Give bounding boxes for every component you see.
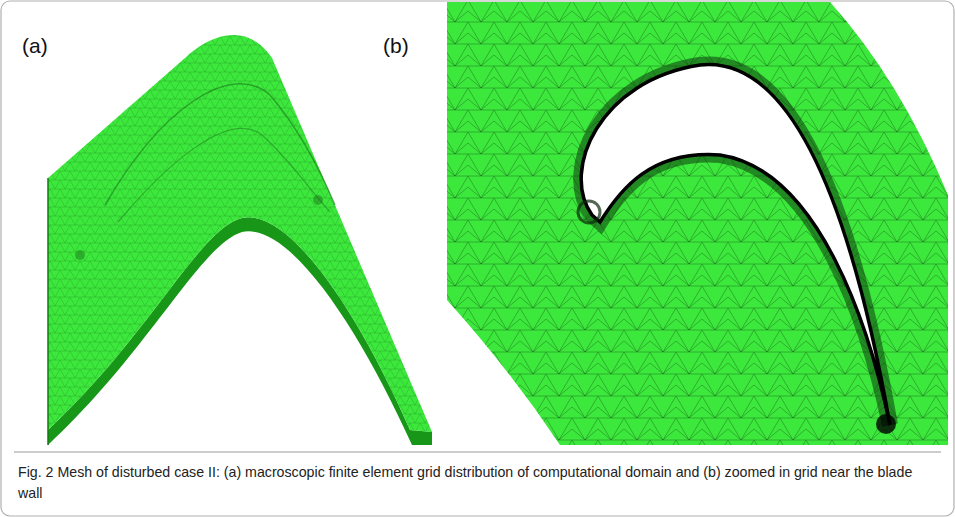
zoomed-mesh — [447, 2, 948, 445]
caption-rule — [14, 452, 941, 453]
figure-caption: Fig. 2 Mesh of disturbed case II: (a) ma… — [18, 462, 933, 503]
panel-label: (a) — [22, 34, 48, 57]
panel-label: (b) — [383, 34, 409, 57]
domain-3d — [48, 35, 432, 445]
